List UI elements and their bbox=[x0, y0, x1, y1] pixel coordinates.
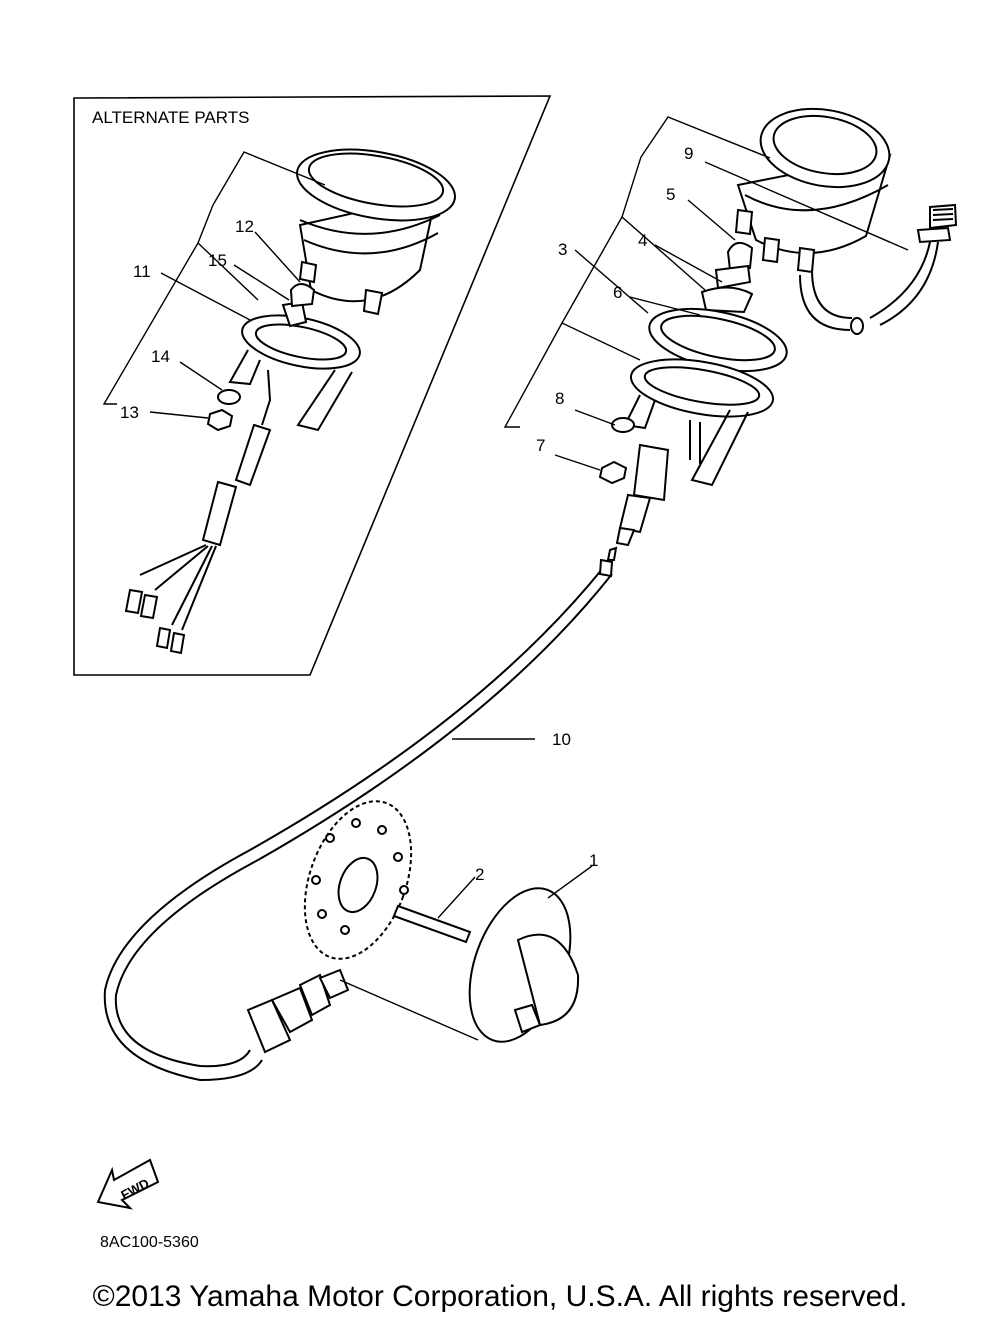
callout-10: 10 bbox=[552, 730, 571, 749]
callout-1: 1 bbox=[589, 851, 598, 870]
main-washer bbox=[611, 417, 635, 433]
main-bracket bbox=[623, 307, 788, 487]
speedometer-cable-fitting bbox=[799, 203, 958, 335]
callout-7: 7 bbox=[536, 436, 545, 455]
callout-labels: 1 2 3 4 5 6 7 8 9 10 11 12 13 14 15 bbox=[120, 144, 693, 884]
drive-shaft bbox=[392, 876, 476, 944]
alternate-washer bbox=[217, 389, 241, 405]
alternate-speedometer bbox=[296, 148, 456, 316]
main-bulb bbox=[700, 241, 754, 314]
alternate-bulb-socket bbox=[281, 283, 316, 328]
copyright-notice: ©2013 Yamaha Motor Corporation, U.S.A. A… bbox=[92, 1280, 908, 1313]
alternate-wire-harness bbox=[124, 369, 272, 655]
alternate-nut bbox=[206, 408, 234, 432]
callout-9: 9 bbox=[684, 144, 693, 163]
callout-12: 12 bbox=[235, 217, 254, 236]
drive-gear-plate bbox=[303, 800, 413, 960]
callout-11: 11 bbox=[133, 262, 151, 281]
callout-4: 4 bbox=[638, 231, 647, 250]
main-lamp-holder bbox=[606, 443, 670, 561]
callout-13: 13 bbox=[120, 403, 139, 422]
callout-15: 15 bbox=[208, 251, 227, 270]
fwd-arrow-icon: FWD bbox=[96, 1158, 160, 1210]
alternate-parts-panel: ALTERNATE PARTS bbox=[73, 95, 552, 676]
alternate-parts-label: ALTERNATE PARTS bbox=[92, 108, 249, 127]
speedometer-cable bbox=[103, 558, 614, 1082]
main-leader-lines bbox=[503, 116, 909, 471]
diagram-code: 8AC100-5360 bbox=[100, 1234, 199, 1251]
callout-5: 5 bbox=[666, 185, 675, 204]
callout-6: 6 bbox=[613, 283, 622, 302]
main-nut bbox=[598, 460, 628, 485]
alternate-leader-lines bbox=[102, 151, 326, 419]
main-speedometer bbox=[734, 107, 892, 274]
callout-3: 3 bbox=[558, 240, 567, 259]
callout-2: 2 bbox=[475, 865, 484, 884]
callout-14: 14 bbox=[151, 347, 170, 366]
speedometer-gear-unit bbox=[339, 865, 593, 1043]
alternate-bracket bbox=[228, 314, 361, 432]
callout-8: 8 bbox=[555, 389, 564, 408]
